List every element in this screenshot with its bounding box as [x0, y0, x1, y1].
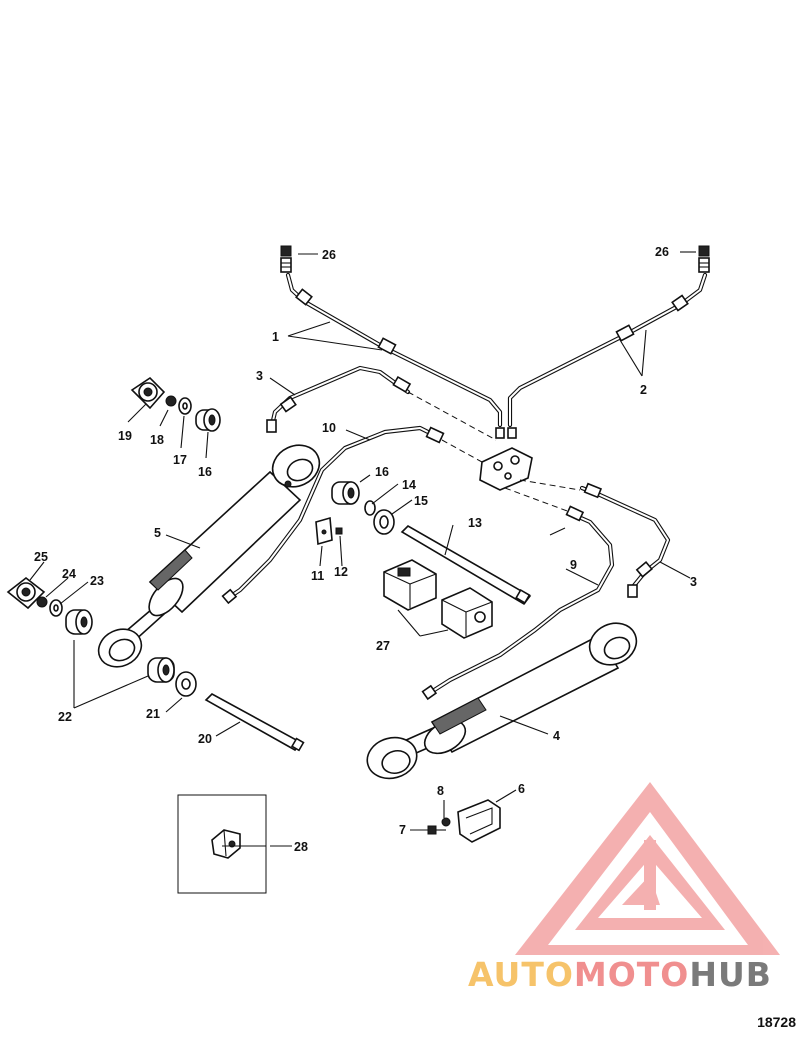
- callout-3-left: 3: [256, 369, 263, 383]
- hydraulic-line-3-left: [266, 365, 412, 433]
- callout-16-upper: 16: [198, 465, 212, 479]
- callout-25: 25: [34, 550, 48, 564]
- callout-11: 11: [311, 569, 324, 583]
- bushing-22-upper: [65, 609, 93, 635]
- callout-19: 19: [118, 429, 132, 443]
- callout-23: 23: [90, 574, 104, 588]
- hydraulic-line-10: [221, 425, 445, 605]
- callout-7: 7: [399, 823, 406, 837]
- callout-22: 22: [58, 710, 72, 724]
- trim-cylinder-4: [366, 622, 638, 780]
- bushing-22-lower: [147, 657, 175, 683]
- callout-10: 10: [322, 421, 336, 435]
- callout-5: 5: [154, 526, 161, 540]
- callout-12: 12: [334, 565, 348, 579]
- callout-3-right: 3: [690, 575, 697, 589]
- manifold-block: [479, 427, 533, 491]
- clip-6: [457, 799, 501, 843]
- washer-8: [441, 817, 451, 827]
- callout-1: 1: [272, 330, 279, 344]
- callout-27: 27: [376, 639, 390, 653]
- hydraulic-line-9: [421, 505, 615, 701]
- trim-cylinder-5: [97, 444, 321, 668]
- callout-2: 2: [640, 383, 647, 397]
- watermark-moto: MOTO: [573, 955, 690, 994]
- watermark-auto: AUTO: [468, 955, 574, 994]
- callout-9: 9: [570, 558, 577, 572]
- figure-number: 18728: [757, 1014, 796, 1030]
- connection-dash-2: [441, 439, 483, 463]
- watermark-text: AUTOMOTOHUB: [468, 955, 798, 994]
- pin-20: [204, 693, 305, 752]
- bushing-15: [373, 509, 395, 535]
- washer-23: [49, 599, 63, 617]
- callout-8: 8: [437, 784, 444, 798]
- screw-12: [335, 527, 343, 535]
- callout-26-left: 26: [322, 248, 336, 262]
- callout-16-middle: 16: [375, 465, 389, 479]
- connection-dash-3: [519, 479, 581, 491]
- connection-dash-1: [407, 391, 497, 441]
- fitting-26-right: [698, 245, 710, 273]
- mount-19: [130, 376, 166, 410]
- hydraulic-line-2: [507, 272, 708, 428]
- callout-20: 20: [198, 732, 212, 746]
- callout-21: 21: [146, 707, 160, 721]
- screw-7: [427, 825, 446, 835]
- anode-27-a: [383, 559, 437, 611]
- bushing-16-middle: [331, 481, 360, 505]
- bushing-16-upper: [195, 408, 221, 432]
- callout-26-right: 26: [655, 245, 669, 259]
- leader-lines: [29, 251, 696, 847]
- nut-18: [165, 395, 177, 407]
- pin-13: [400, 525, 532, 606]
- mount-25: [6, 576, 46, 610]
- bracket-11: [315, 516, 333, 546]
- callout-17: 17: [173, 453, 187, 467]
- callout-labels: 26 26 1 2 3 10 19 18 17 16 16 14 15 13 5…: [34, 245, 697, 854]
- callout-18: 18: [150, 433, 164, 447]
- callout-24: 24: [62, 567, 76, 581]
- connection-dash-4: [504, 487, 571, 513]
- washer-14: [364, 500, 376, 516]
- watermark-hub: HUB: [689, 955, 772, 994]
- callout-13: 13: [468, 516, 482, 530]
- callout-14: 14: [402, 478, 416, 492]
- kit-28-box: [177, 794, 267, 894]
- automotohub-logo-icon: [515, 782, 780, 955]
- washer-21: [175, 671, 197, 697]
- callout-28: 28: [294, 840, 308, 854]
- anode-27-b: [441, 587, 493, 639]
- hydraulic-line-3-right: [579, 482, 671, 598]
- callout-6: 6: [518, 782, 525, 796]
- callout-4: 4: [553, 729, 560, 743]
- hydraulic-line-1: [285, 272, 503, 428]
- nut-24: [36, 596, 48, 608]
- callout-15: 15: [414, 494, 428, 508]
- washer-17: [178, 397, 192, 415]
- fitting-26-left: [280, 245, 292, 273]
